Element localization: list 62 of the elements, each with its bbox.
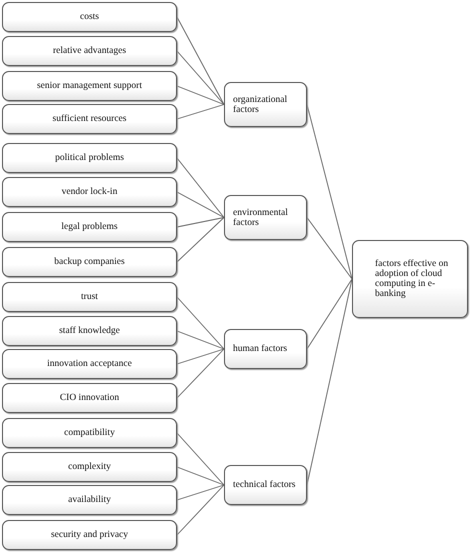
- node-label: trust: [81, 292, 98, 302]
- factor-box: [2, 349, 177, 379]
- connector-line: [176, 296, 224, 350]
- factor-box: [2, 247, 177, 277]
- node-label: costs: [80, 12, 99, 22]
- factor-box: [2, 383, 177, 413]
- connector-line: [176, 104, 224, 120]
- node-label: legal problems: [61, 222, 118, 232]
- node-label: human factors: [233, 344, 288, 354]
- node-label: CIO innovation: [60, 393, 120, 403]
- factor-box: [2, 316, 177, 346]
- factor-box: [2, 212, 177, 242]
- connector-line: [176, 484, 224, 536]
- connector-line: [176, 217, 224, 262]
- node-label: complexity: [68, 462, 111, 472]
- factor-box: [2, 485, 177, 515]
- connector-line: [176, 484, 224, 500]
- node-label: organizational factors: [233, 94, 288, 114]
- factor-box: [2, 2, 177, 32]
- factor-box: [2, 418, 177, 448]
- category-box: [224, 465, 307, 505]
- connector-line: [176, 330, 224, 350]
- connector-line: [176, 86, 224, 105]
- factor-box: [2, 104, 177, 134]
- connector-line: [176, 348, 224, 364]
- factor-box: [2, 36, 177, 66]
- connector-line: [176, 432, 224, 486]
- connector-line: [176, 50, 224, 105]
- connector-line: [306, 278, 352, 350]
- connector-line: [176, 466, 224, 486]
- category-box: [224, 329, 307, 369]
- factor-box: [2, 177, 177, 207]
- node-label: technical factors: [233, 480, 296, 490]
- connector-line: [176, 348, 224, 398]
- factor-box: [2, 71, 177, 101]
- connector-line: [306, 217, 352, 280]
- factor-box: [2, 520, 177, 550]
- node-label: relative advantages: [52, 46, 126, 56]
- connector-line: [176, 16, 224, 105]
- connector-line: [176, 192, 224, 218]
- node-label: compatibility: [64, 428, 115, 438]
- node-label: environmental factors: [233, 208, 289, 228]
- node-label: factors effective on adoption of cloud computing in e-banking: [375, 259, 450, 299]
- node-label: security and privacy: [50, 530, 128, 540]
- node-label: innovation acceptance: [47, 359, 132, 369]
- goal-box: [352, 240, 468, 318]
- connector-line: [176, 217, 224, 228]
- factor-box: [2, 143, 177, 173]
- factor-box: [2, 282, 177, 312]
- category-box: [224, 195, 307, 240]
- node-label: political problems: [55, 153, 124, 163]
- node-label: staff knowledge: [59, 326, 120, 336]
- connector-line: [176, 158, 224, 218]
- node-label: backup companies: [54, 257, 125, 267]
- node-label: vendor lock-in: [62, 187, 118, 197]
- connector-line: [306, 104, 352, 280]
- node-label: senior management support: [36, 81, 142, 91]
- node-label: sufficient resources: [52, 114, 126, 124]
- factor-box: [2, 452, 177, 482]
- category-box: [224, 82, 307, 127]
- connector-line: [306, 278, 352, 486]
- node-label: availability: [68, 495, 111, 505]
